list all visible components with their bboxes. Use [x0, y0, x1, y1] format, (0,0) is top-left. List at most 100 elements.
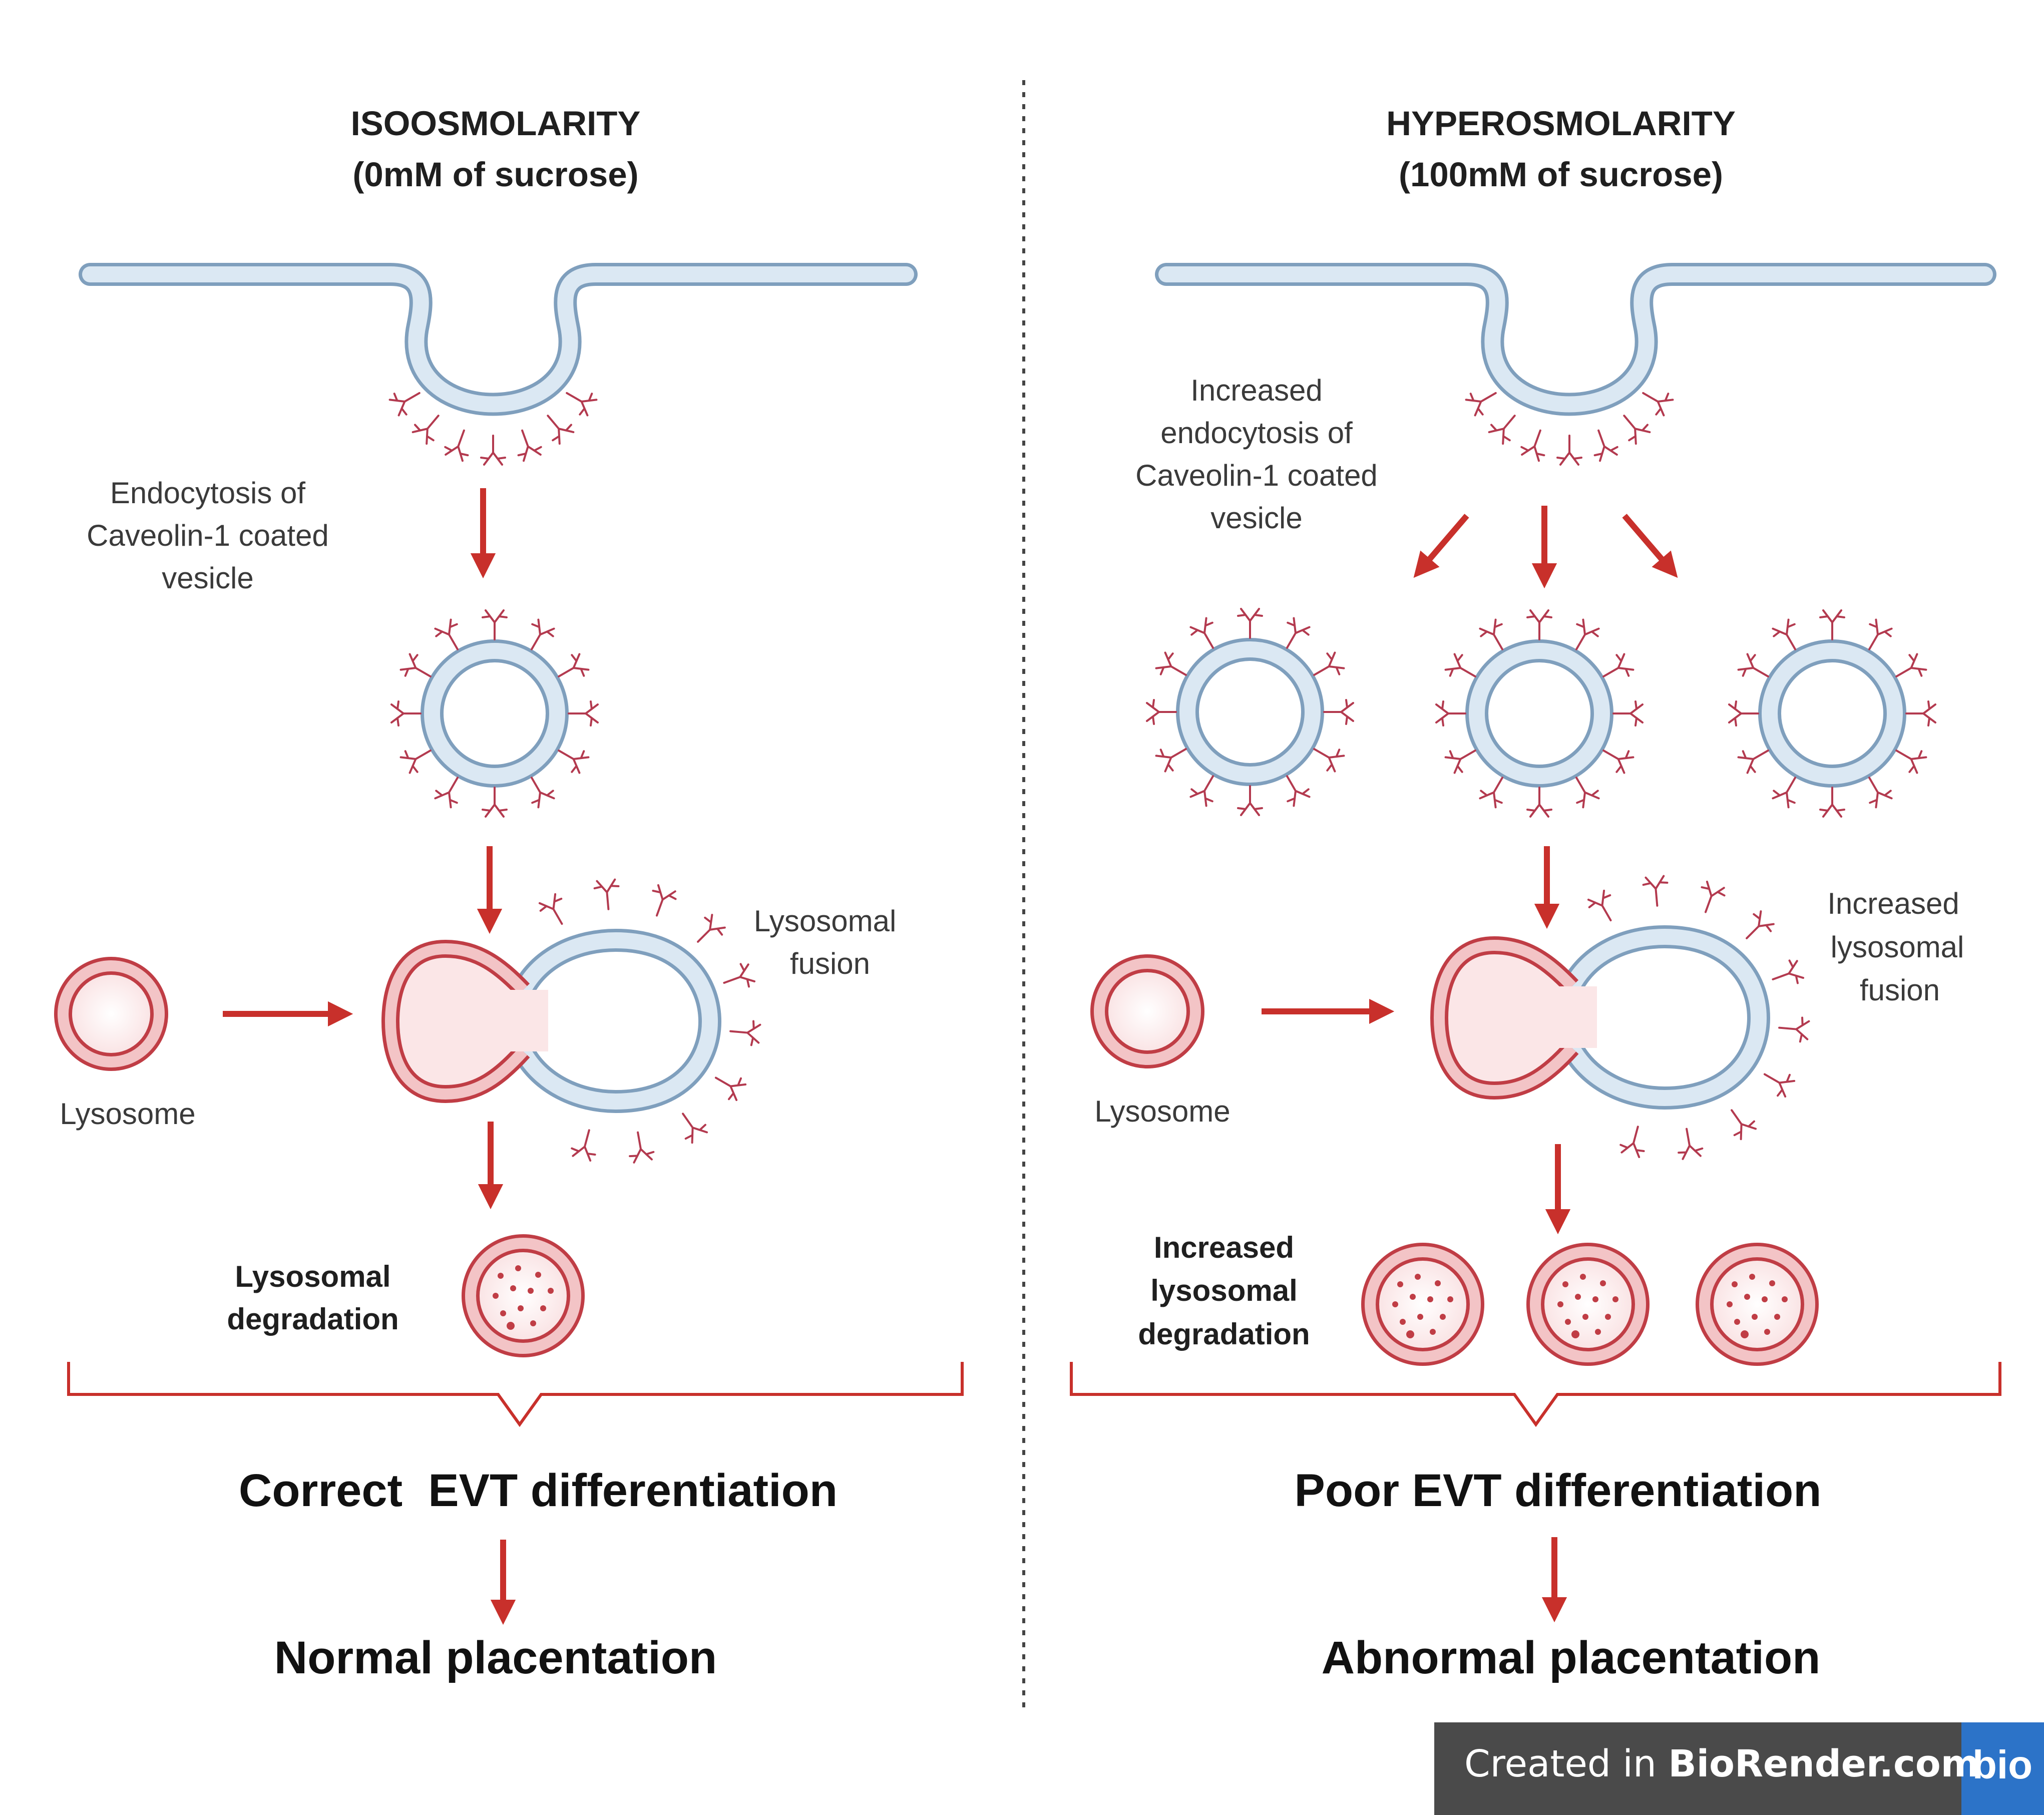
receptor-glyph — [1602, 750, 1634, 774]
receptor-glyph — [1488, 415, 1516, 445]
degradation-particle — [1447, 1296, 1453, 1302]
biorender-badge[interactable]: Created in BioRender.com bio — [1434, 1722, 2044, 1815]
degradation-particle — [1782, 1296, 1788, 1302]
receptor-glyph — [714, 1076, 747, 1102]
degradation-particle — [1427, 1296, 1433, 1302]
receptor-glyph — [482, 787, 508, 818]
left-degrading-lysosome — [462, 1234, 585, 1357]
right-vesicle-1-receptors — [1146, 608, 1354, 816]
degradation-particle — [1732, 1281, 1738, 1287]
receptor-glyph — [1602, 653, 1634, 677]
right-endocytosis-label-line2: endocytosis of — [1160, 416, 1353, 450]
receptor-glyph — [1479, 777, 1503, 809]
receptor-glyph — [1323, 699, 1354, 725]
receptor-glyph — [1868, 777, 1893, 809]
degradation-particle — [1764, 1329, 1770, 1335]
right-fusion-label: Increased lysosomal fusion — [1827, 887, 1964, 1007]
degradation-particle — [1557, 1301, 1563, 1307]
left-endocytosis-label-line2: Caveolin-1 coated — [87, 519, 329, 552]
right-fusion-receptors — [1587, 875, 1810, 1160]
degradation-particle — [1734, 1319, 1740, 1325]
left-degradation-label: Lysosomal degradation — [227, 1260, 398, 1336]
receptor-glyph — [1444, 750, 1476, 774]
badge-logo-box — [1961, 1722, 2044, 1815]
degradation-particle — [500, 1310, 506, 1316]
right-endocytosis-label-line4: vesicle — [1210, 501, 1302, 535]
right-degradation-particles-1 — [1392, 1274, 1453, 1338]
left-fusion-complex — [381, 928, 722, 1114]
degradation-particle — [1565, 1319, 1571, 1325]
receptor-glyph — [1731, 1109, 1757, 1141]
badge-background — [1434, 1722, 2044, 1815]
receptor-glyph — [1286, 775, 1311, 807]
right-coated-vesicle-2 — [1465, 639, 1613, 788]
receptor-glyph — [1575, 777, 1600, 809]
right-degradation-particles-2 — [1557, 1274, 1618, 1338]
right-coated-vesicle-1 — [1176, 638, 1324, 786]
right-fusion-label-line3: fusion — [1860, 973, 1940, 1007]
badge-text: Created in BioRender.com — [1464, 1742, 1979, 1785]
degradation-particle — [535, 1272, 541, 1278]
left-result: Normal placentation — [274, 1632, 717, 1683]
left-fusion-receptors — [538, 878, 761, 1164]
receptor-glyph — [388, 392, 421, 417]
degradation-particle — [1744, 1294, 1750, 1300]
degradation-particle — [515, 1265, 521, 1271]
right-arrow-pit-to-vesicle-right — [1622, 514, 1678, 578]
receptor-glyph — [1701, 880, 1726, 913]
left-title-line1: ISOOSMOLARITY — [351, 104, 641, 143]
degradation-particle — [530, 1320, 536, 1326]
receptor-glyph — [1619, 1126, 1645, 1158]
receptor-glyph — [531, 618, 555, 650]
receptor-glyph — [558, 653, 590, 677]
degradation-particle — [507, 1322, 515, 1330]
receptor-glyph — [434, 777, 459, 809]
right-degradation-label-line1: Increased — [1154, 1231, 1294, 1264]
degradation-particle — [548, 1288, 554, 1294]
left-lysosome-label: Lysosome — [60, 1097, 195, 1131]
right-title-line2: (100mM of sucrose) — [1399, 155, 1723, 194]
right-fusion-complex — [1430, 925, 1771, 1110]
degradation-particle — [510, 1285, 516, 1291]
degradation-particle — [1774, 1314, 1780, 1320]
degradation-particle — [1580, 1274, 1586, 1280]
right-arrow-pit-to-vesicle-left — [1413, 514, 1469, 578]
receptor-glyph — [1520, 429, 1545, 462]
degradation-particle — [1749, 1274, 1755, 1280]
left-panel: ISOOSMOLARITY (0mM of sucrose) Endocytos… — [54, 104, 964, 1683]
receptor-glyph — [1737, 750, 1769, 774]
right-fusion-label-line2: lysosomal — [1831, 930, 1964, 964]
receptor-glyph — [1155, 651, 1187, 676]
degradation-particle — [1417, 1314, 1423, 1320]
right-degrading-lysosome-1 — [1361, 1243, 1484, 1366]
degradation-particle — [1582, 1314, 1588, 1320]
receptor-glyph — [412, 415, 440, 445]
receptor-glyph — [434, 618, 459, 650]
right-fusion-label-line1: Increased — [1827, 887, 1959, 920]
receptor-glyph — [1593, 429, 1618, 462]
receptor-glyph — [1819, 609, 1845, 640]
receptor-glyph — [571, 1129, 596, 1162]
receptor-glyph — [1772, 777, 1796, 809]
degradation-particle — [1762, 1296, 1768, 1302]
receptor-glyph — [682, 1113, 708, 1144]
degradation-particle — [1440, 1314, 1446, 1320]
right-pit-receptors — [1465, 392, 1674, 466]
right-lysosome — [1090, 954, 1204, 1068]
degradation-particle — [1410, 1294, 1416, 1300]
degradation-particle — [493, 1293, 499, 1299]
receptor-glyph — [517, 429, 542, 462]
left-degradation-label-line2: degradation — [227, 1302, 398, 1336]
right-outcome: Poor EVT differentiation — [1295, 1465, 1822, 1516]
right-degradation-label-line3: degradation — [1138, 1317, 1310, 1351]
receptor-glyph — [444, 429, 469, 462]
receptor-glyph — [1313, 748, 1345, 773]
receptor-glyph — [1763, 1073, 1796, 1098]
degradation-particle — [1592, 1296, 1598, 1302]
degradation-particle — [1741, 1330, 1749, 1338]
receptor-glyph — [1587, 889, 1612, 922]
receptor-glyph — [1313, 651, 1345, 676]
receptor-glyph — [1746, 910, 1775, 939]
left-outcome: Correct EVT differentiation — [239, 1465, 838, 1516]
right-degradation-label-line2: lysosomal — [1150, 1274, 1297, 1307]
